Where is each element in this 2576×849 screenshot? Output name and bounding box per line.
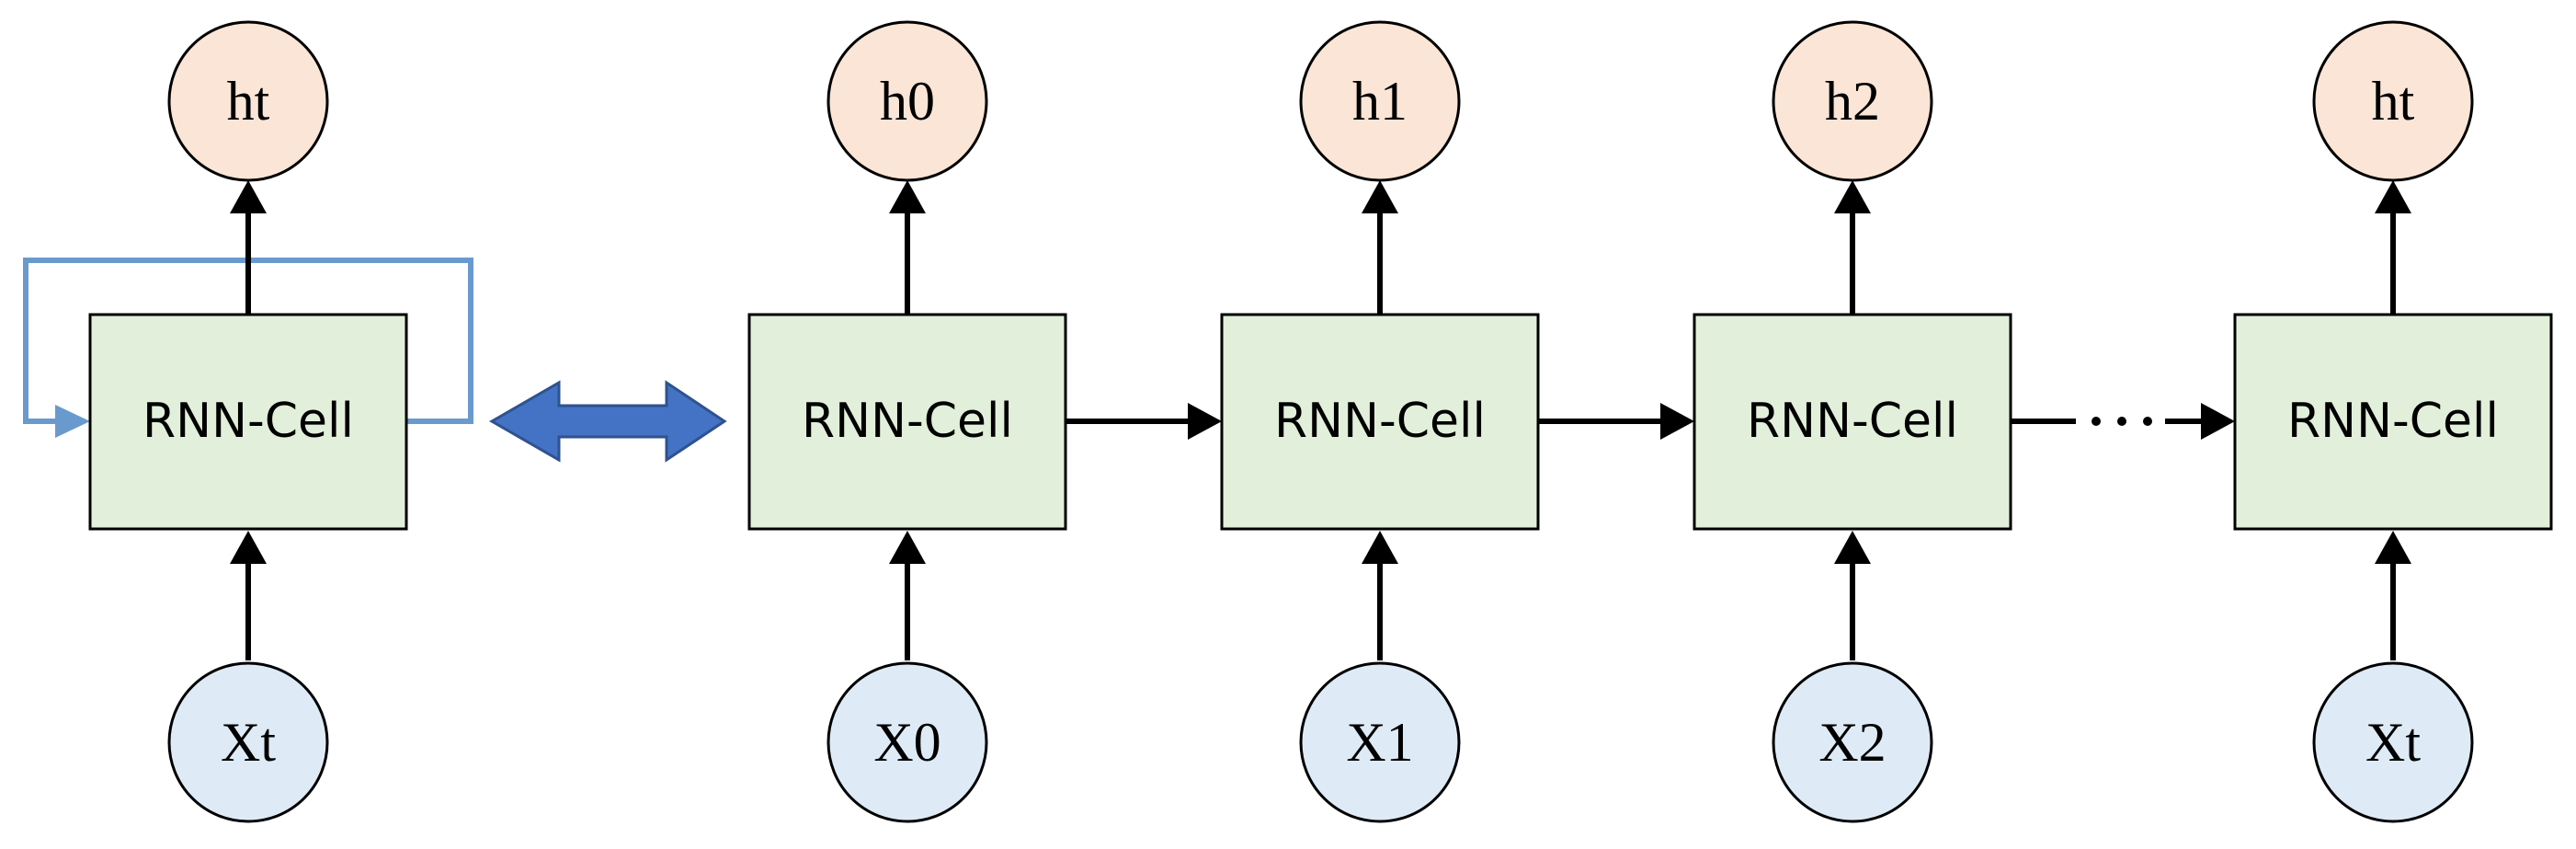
rnn-cell-box (747, 313, 1067, 531)
output-arrowhead (889, 180, 926, 213)
rnn-cell-label: RNN-Cell (1274, 394, 1486, 449)
input-arrowhead (2375, 531, 2411, 564)
output-node (167, 20, 329, 182)
output-arrowhead (2375, 180, 2411, 213)
output-node-label: ht (227, 71, 270, 132)
output-arrowhead (1362, 180, 1398, 213)
ellipsis-dot (2117, 417, 2126, 426)
rnn-cell-box (88, 313, 408, 531)
timestep-0: RNN-Cell h0 X0 (747, 20, 1067, 823)
rnn-cell-label: RNN-Cell (142, 394, 354, 449)
output-node-label: ht (2372, 71, 2415, 132)
input-arrowhead (889, 531, 926, 564)
rnn-cell-box (1693, 313, 2012, 531)
hidden-state-arrowhead (1188, 403, 1222, 440)
output-node (1299, 20, 1461, 182)
output-arrowhead (230, 180, 267, 213)
equivalence-double-arrow (488, 380, 727, 463)
unrolled-rnn: RNN-Cell h0 X0 RNN-Cell h1 X1 (747, 20, 2553, 823)
output-node (1772, 20, 1933, 182)
ellipsis-dot (2143, 417, 2152, 426)
rnn-cell-box (2233, 313, 2553, 531)
folded-rnn: RNN-Cell ht Xt (23, 20, 473, 823)
input-node-label: Xt (221, 712, 276, 773)
hidden-state-arrowhead (1660, 403, 1694, 440)
hidden-state-arrowhead (2201, 403, 2235, 440)
input-node (1299, 661, 1461, 823)
output-node-label: h2 (1825, 71, 1880, 132)
input-arrowhead (1362, 531, 1398, 564)
output-node-label: h1 (1352, 71, 1408, 132)
timestep-1: RNN-Cell h1 X1 (1220, 20, 1540, 823)
input-node-label: X1 (1346, 712, 1413, 773)
ellipsis-dot (2092, 417, 2101, 426)
input-node (826, 661, 988, 823)
input-node-label: X2 (1818, 712, 1886, 773)
input-arrowhead (1834, 531, 1871, 564)
input-node (1772, 661, 1933, 823)
output-arrowhead (1834, 180, 1871, 213)
output-node (826, 20, 988, 182)
input-node (167, 661, 329, 823)
output-node-label: h0 (880, 71, 935, 132)
input-node-label: Xt (2365, 712, 2421, 773)
rnn-cell-label: RNN-Cell (2287, 394, 2499, 449)
input-arrowhead (230, 531, 267, 564)
rnn-cell-label: RNN-Cell (802, 394, 1013, 449)
input-node-label: X0 (873, 712, 940, 773)
timestep-2: RNN-Cell h2 X2 (1693, 20, 2012, 823)
recurrent-loop-arrowhead (55, 405, 90, 438)
rnn-cell-label: RNN-Cell (1747, 394, 1958, 449)
output-node (2312, 20, 2474, 182)
timestep-t: RNN-Cell ht Xt (2233, 20, 2553, 823)
input-node (2312, 661, 2474, 823)
